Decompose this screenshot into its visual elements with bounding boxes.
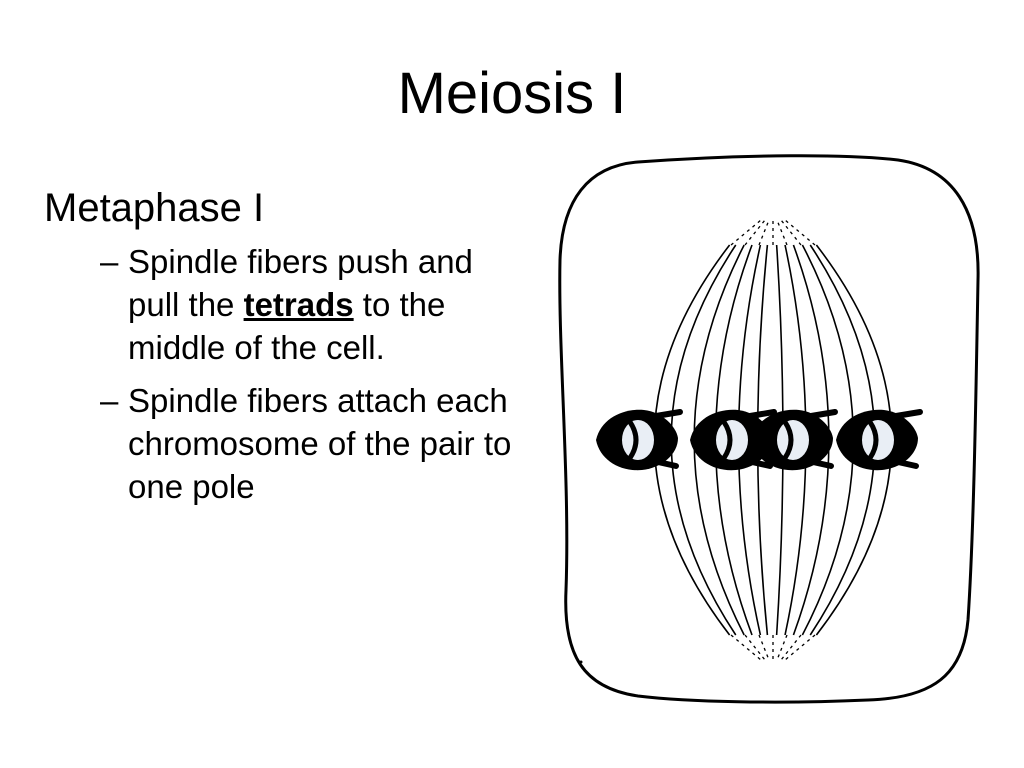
cell-membrane	[558, 154, 980, 704]
bullet-dash: –	[100, 243, 119, 280]
chromatid-arm	[653, 409, 683, 419]
lower-pole-fiber	[784, 634, 816, 661]
tetrad	[596, 409, 683, 471]
bullet-list: – Spindle fibers push and pull the tetra…	[44, 240, 514, 508]
chromatid-arm	[747, 409, 777, 419]
centromere-band	[782, 420, 794, 460]
slide-title: Meiosis I	[397, 61, 627, 126]
lower-pole-fiber	[780, 634, 802, 661]
bullet-text-after: to the middle of the cell.	[128, 286, 446, 366]
bullet-text-before: Spindle fibers push and pull the	[128, 243, 473, 323]
chromatid-arm	[655, 459, 679, 469]
lower-pole-fiber	[758, 634, 770, 661]
upper-pole-fiber	[784, 219, 816, 246]
tetrad	[751, 409, 838, 471]
pole-fibers	[730, 219, 816, 661]
chromatid-arm	[749, 459, 773, 469]
lower-pole-fiber	[730, 634, 762, 661]
upper-pole-fiber	[776, 219, 788, 246]
bullet-dash: –	[100, 382, 119, 419]
centromere-band	[721, 420, 733, 460]
bullet-text: Spindle fibers attach each chromosome of…	[128, 382, 512, 505]
centromere-band	[867, 420, 879, 460]
speck-mark	[579, 660, 583, 664]
chromatid-arm	[893, 409, 923, 419]
chromatid-arm	[895, 459, 919, 469]
tetrad	[836, 409, 923, 471]
lower-pole-fiber	[744, 634, 766, 661]
upper-pole-fiber	[744, 219, 766, 246]
centromere-band	[627, 420, 639, 460]
lower-pole-fiber	[776, 634, 788, 661]
tetrad	[690, 409, 777, 471]
upper-pole-fiber	[758, 219, 770, 246]
metaphase-cell-diagram	[558, 154, 980, 704]
chromatid-arm	[808, 409, 838, 419]
upper-pole-fiber	[780, 219, 802, 246]
keyword-tetrads: tetrads	[243, 286, 354, 323]
tetrads	[596, 409, 923, 471]
phase-heading: Metaphase I	[44, 186, 265, 230]
upper-pole-fiber	[730, 219, 762, 246]
bullet-tetrads: – Spindle fibers push and pull the tetra…	[44, 240, 514, 369]
slide-content: Metaphase I – Spindle fibers push and pu…	[44, 184, 514, 518]
bullet-attach: – Spindle fibers attach each chromosome …	[44, 379, 514, 508]
chromatid-arm	[810, 459, 834, 469]
